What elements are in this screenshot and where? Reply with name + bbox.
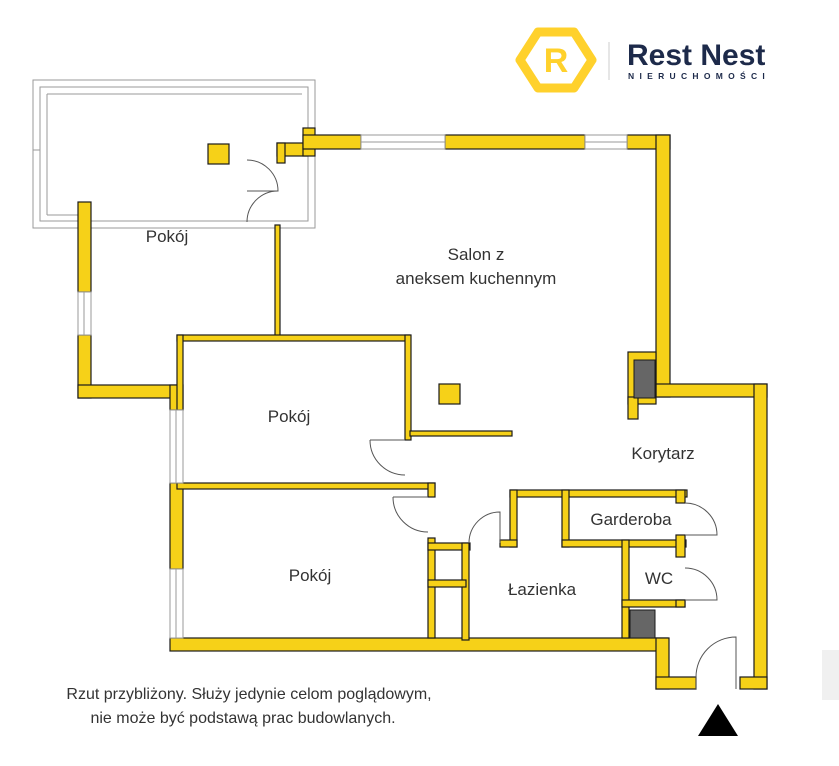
wall-segment (77, 384, 182, 399)
shafts (629, 359, 656, 639)
logo-hexagon-icon (515, 27, 597, 93)
wall-segment (675, 534, 686, 558)
column (207, 143, 230, 165)
wall-segment (655, 383, 768, 398)
wall-segment (753, 383, 768, 690)
room-label-garderoba: Garderoba (590, 510, 672, 529)
wall-segment (627, 396, 639, 420)
wall-segment (404, 334, 412, 441)
brand-name: Rest Nest (627, 39, 765, 72)
wall-segment (655, 676, 697, 690)
wall-segment (655, 134, 671, 398)
wall-segment (444, 134, 586, 150)
wall-segment (461, 542, 470, 641)
doors (246, 159, 737, 689)
door-swing (246, 190, 279, 223)
room-label-pokoj-bottom: Pokój (289, 566, 332, 585)
wall-segment (499, 539, 518, 548)
wall-segment (509, 489, 688, 498)
wall-segment (276, 142, 286, 164)
wall-segment (176, 334, 184, 411)
wall-segment (675, 599, 686, 608)
balcony (32, 79, 316, 229)
wall-segment (302, 134, 362, 150)
wall-segment (427, 537, 436, 639)
wall-segment (427, 542, 471, 551)
door-swing (468, 511, 501, 544)
wall-segment (169, 637, 669, 652)
wall-segment (621, 539, 630, 639)
wall-segment (509, 489, 518, 548)
door-swing (695, 636, 737, 689)
door-swing (392, 496, 429, 533)
room-label-pokoj-top: Pokój (146, 227, 189, 246)
room-label-lazienka: Łazienka (508, 580, 577, 599)
column (438, 383, 461, 405)
door-swing (684, 567, 718, 601)
brand-subtitle: NIERUCHOMOŚCI (628, 70, 770, 81)
room-label-salon-line1: Salon z (448, 245, 505, 264)
door-swing (246, 159, 279, 192)
wall-segment (274, 224, 281, 340)
shaft (629, 609, 656, 639)
wall-segment (409, 430, 513, 437)
shaft (633, 359, 656, 399)
room-label-pokoj-middle: Pokój (268, 407, 311, 426)
door-swing (369, 439, 406, 476)
brand-logo: R Rest Nest NIERUCHOMOŚCI (515, 27, 770, 93)
wall-segment (427, 579, 467, 588)
wall-segment (176, 482, 436, 490)
room-label-salon-line2: aneksem kuchennym (396, 269, 557, 288)
neighbour-wall (822, 650, 839, 700)
wall-segment (561, 489, 570, 548)
windows (77, 134, 628, 639)
wall-segment (176, 334, 411, 342)
wall-segment (427, 482, 436, 498)
disclaimer-line2: nie może być podstawą prac budowlanych. (90, 710, 395, 727)
wall-segment (675, 489, 686, 504)
disclaimer-line1: Rzut przybliżony. Służy jedynie celom po… (66, 686, 431, 703)
entrance-arrow-icon (698, 704, 738, 736)
room-label-korytarz: Korytarz (631, 444, 694, 463)
wall-segment (77, 201, 92, 293)
door-swing (684, 502, 718, 536)
wall-segment (169, 482, 184, 570)
wall-segment (739, 676, 768, 690)
logo-letter: R (544, 42, 569, 80)
room-label-wc: WC (645, 569, 673, 588)
